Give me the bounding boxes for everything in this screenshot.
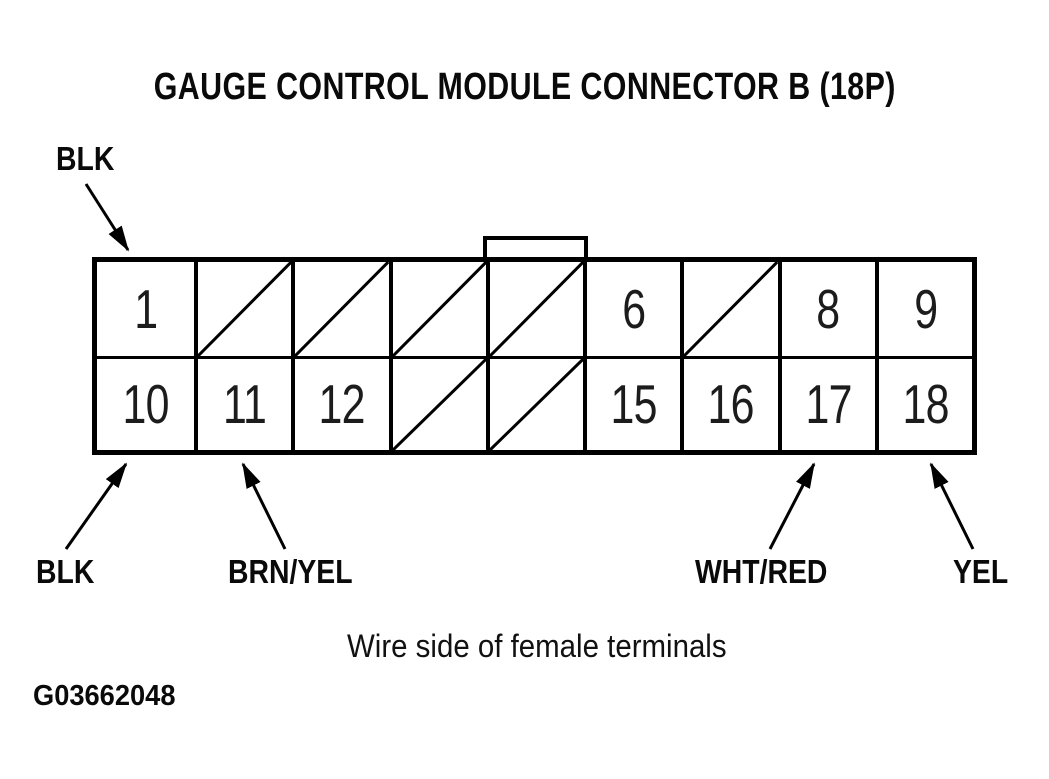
pin-number: 1: [134, 277, 158, 340]
pin-number: 10: [122, 373, 170, 435]
pin-cell-7-unused: [680, 262, 777, 356]
pin-cell-15: 15: [583, 356, 681, 450]
pin-number: 15: [610, 373, 658, 435]
pin-cell-4-unused: [388, 262, 486, 356]
figure-code: G03662048: [33, 680, 185, 713]
arrow-blk-top-to-pin1: [84, 183, 130, 252]
pin-cell-8: 8: [777, 262, 875, 356]
diagonal-slash-icon: [490, 262, 583, 356]
diagonal-slash-icon: [684, 262, 777, 356]
pin-cell-11: 11: [194, 356, 292, 450]
pin-cell-6: 6: [583, 262, 680, 356]
pin-number: 9: [913, 277, 938, 340]
figure-code-text: G03662048: [33, 680, 176, 712]
wire-label-brn-yel: BRN/YEL: [228, 553, 373, 591]
wire-label-wht-red-text: WHT/RED: [695, 553, 828, 590]
wire-label-brn-yel-text: BRN/YEL: [228, 553, 353, 590]
pin-cell-1: 1: [97, 262, 194, 356]
pin-number: 11: [223, 373, 267, 435]
page-title: GAUGE CONTROL MODULE CONNECTOR B (18P): [0, 66, 1049, 109]
pin-cell-10: 10: [97, 356, 195, 450]
pin-number: 18: [902, 373, 949, 435]
caption: Wire side of female terminals: [347, 628, 760, 665]
page-title-text: GAUGE CONTROL MODULE CONNECTOR B (18P): [153, 66, 896, 108]
diagonal-slash-icon: [198, 262, 291, 356]
arrow-blk-bottom-to-pin10: [64, 462, 128, 550]
pin-cell-12: 12: [291, 356, 389, 450]
diagonal-slash-icon: [295, 262, 388, 356]
wire-label-blk-top-text: BLK: [56, 140, 115, 177]
pin-number: 17: [805, 373, 852, 435]
wire-label-yel-text: YEL: [953, 553, 1009, 590]
wire-label-blk-top: BLK: [56, 140, 124, 178]
caption-text: Wire side of female terminals: [347, 628, 727, 664]
arrow-yel-to-pin18: [929, 462, 975, 550]
pin-cell-9: 9: [874, 262, 972, 356]
pin-cell-3-unused: [291, 262, 388, 356]
arrow-whtred-to-pin17: [768, 462, 816, 550]
pin-cell-17: 17: [777, 356, 875, 450]
pin-cell-16: 16: [680, 356, 778, 450]
pin-cell-5-unused: [485, 262, 583, 356]
pin-number: 12: [318, 373, 366, 435]
pin-cell-14-unused: [485, 356, 584, 450]
diagonal-slash-icon: [393, 359, 486, 450]
arrow-brnyel-to-pin11: [241, 462, 287, 550]
wire-label-yel: YEL: [953, 553, 1017, 591]
pin-cell-2-unused: [194, 262, 291, 356]
wire-label-wht-red: WHT/RED: [695, 553, 849, 591]
wire-label-blk-bottom: BLK: [36, 553, 104, 591]
pin-cell-18: 18: [874, 356, 972, 450]
pin-number: 8: [816, 277, 841, 340]
diagonal-slash-icon: [393, 262, 486, 356]
pin-number: 6: [622, 277, 646, 340]
wire-label-blk-bottom-text: BLK: [36, 553, 95, 590]
pin-cell-13-unused: [388, 356, 486, 450]
connector-body: 1 6: [92, 257, 977, 455]
connector-key-tab: [483, 236, 588, 260]
diagonal-slash-icon: [490, 359, 583, 450]
pin-number: 16: [707, 373, 755, 435]
